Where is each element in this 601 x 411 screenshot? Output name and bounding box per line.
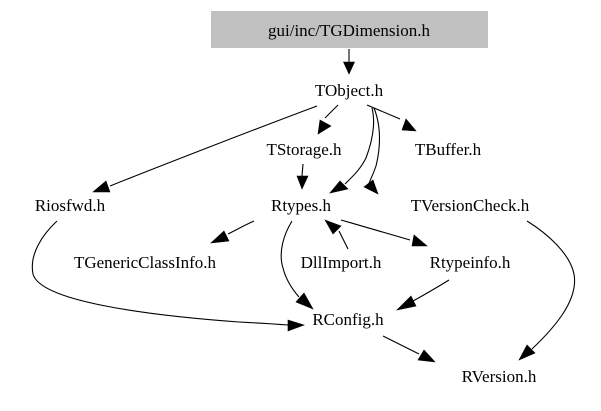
node-tgenericclassinfo[interactable]: TGenericClassInfo.h xyxy=(74,253,217,272)
edge-tversioncheck-to-rversion[interactable] xyxy=(518,220,576,361)
edge-rtypes-to-rtypeinfo[interactable] xyxy=(340,219,428,247)
edge-tobject-to-riosfwd[interactable] xyxy=(92,105,318,193)
node-tobject[interactable]: TObject.h xyxy=(315,81,384,100)
edge-tstorage-to-rtypes[interactable] xyxy=(296,163,309,190)
node-rversion[interactable]: RVersion.h xyxy=(462,367,537,386)
node-layer: gui/inc/TGDimension.h TObject.h TStorage… xyxy=(35,11,537,386)
edge-rconfig-to-rversion[interactable] xyxy=(382,335,436,363)
node-tbuffer[interactable]: TBuffer.h xyxy=(415,140,482,159)
edge-tobject-to-tversioncheck[interactable] xyxy=(363,107,381,195)
node-rtypes-label: Rtypes.h xyxy=(271,196,331,215)
edge-rtypes-to-tgenericclassinfo[interactable] xyxy=(210,220,255,244)
node-tversioncheck-label: TVersionCheck.h xyxy=(411,196,530,215)
node-riosfwd[interactable]: Riosfwd.h xyxy=(35,196,106,215)
node-dllimport[interactable]: DllImport.h xyxy=(301,253,382,272)
node-rtypes[interactable]: Rtypes.h xyxy=(271,196,331,215)
node-rversion-label: RVersion.h xyxy=(462,367,537,386)
node-rtypeinfo[interactable]: Rtypeinfo.h xyxy=(430,253,511,272)
node-tversioncheck[interactable]: TVersionCheck.h xyxy=(411,196,530,215)
edge-tobject-to-tstorage[interactable] xyxy=(317,104,339,135)
edge-tgdimension-to-tobject[interactable] xyxy=(343,49,355,75)
node-tgdimension-label: gui/inc/TGDimension.h xyxy=(268,21,430,40)
node-riosfwd-label: Riosfwd.h xyxy=(35,196,106,215)
edge-rtypeinfo-to-rconfig[interactable] xyxy=(396,279,450,311)
node-tgdimension-box xyxy=(211,11,488,48)
node-tbuffer-label: TBuffer.h xyxy=(415,140,482,159)
node-rconfig-label: RConfig.h xyxy=(312,310,384,329)
edge-dllimport-to-rtypes[interactable] xyxy=(324,219,349,250)
node-rtypeinfo-label: Rtypeinfo.h xyxy=(430,253,511,272)
node-rconfig[interactable]: RConfig.h xyxy=(312,310,384,329)
edge-tobject-to-rtypes[interactable] xyxy=(329,107,375,194)
edge-tobject-to-tbuffer[interactable] xyxy=(366,104,417,132)
edge-layer xyxy=(31,49,576,363)
node-tobject-label: TObject.h xyxy=(315,81,384,100)
node-dllimport-label: DllImport.h xyxy=(301,253,382,272)
node-tgenericclassinfo-label: TGenericClassInfo.h xyxy=(74,253,217,272)
edge-rtypes-to-rconfig[interactable] xyxy=(280,220,314,310)
edge-riosfwd-to-rconfig[interactable] xyxy=(31,220,305,332)
node-tstorage[interactable]: TStorage.h xyxy=(266,140,342,159)
node-tstorage-label: TStorage.h xyxy=(266,140,342,159)
node-tgdimension[interactable]: gui/inc/TGDimension.h xyxy=(211,11,488,48)
